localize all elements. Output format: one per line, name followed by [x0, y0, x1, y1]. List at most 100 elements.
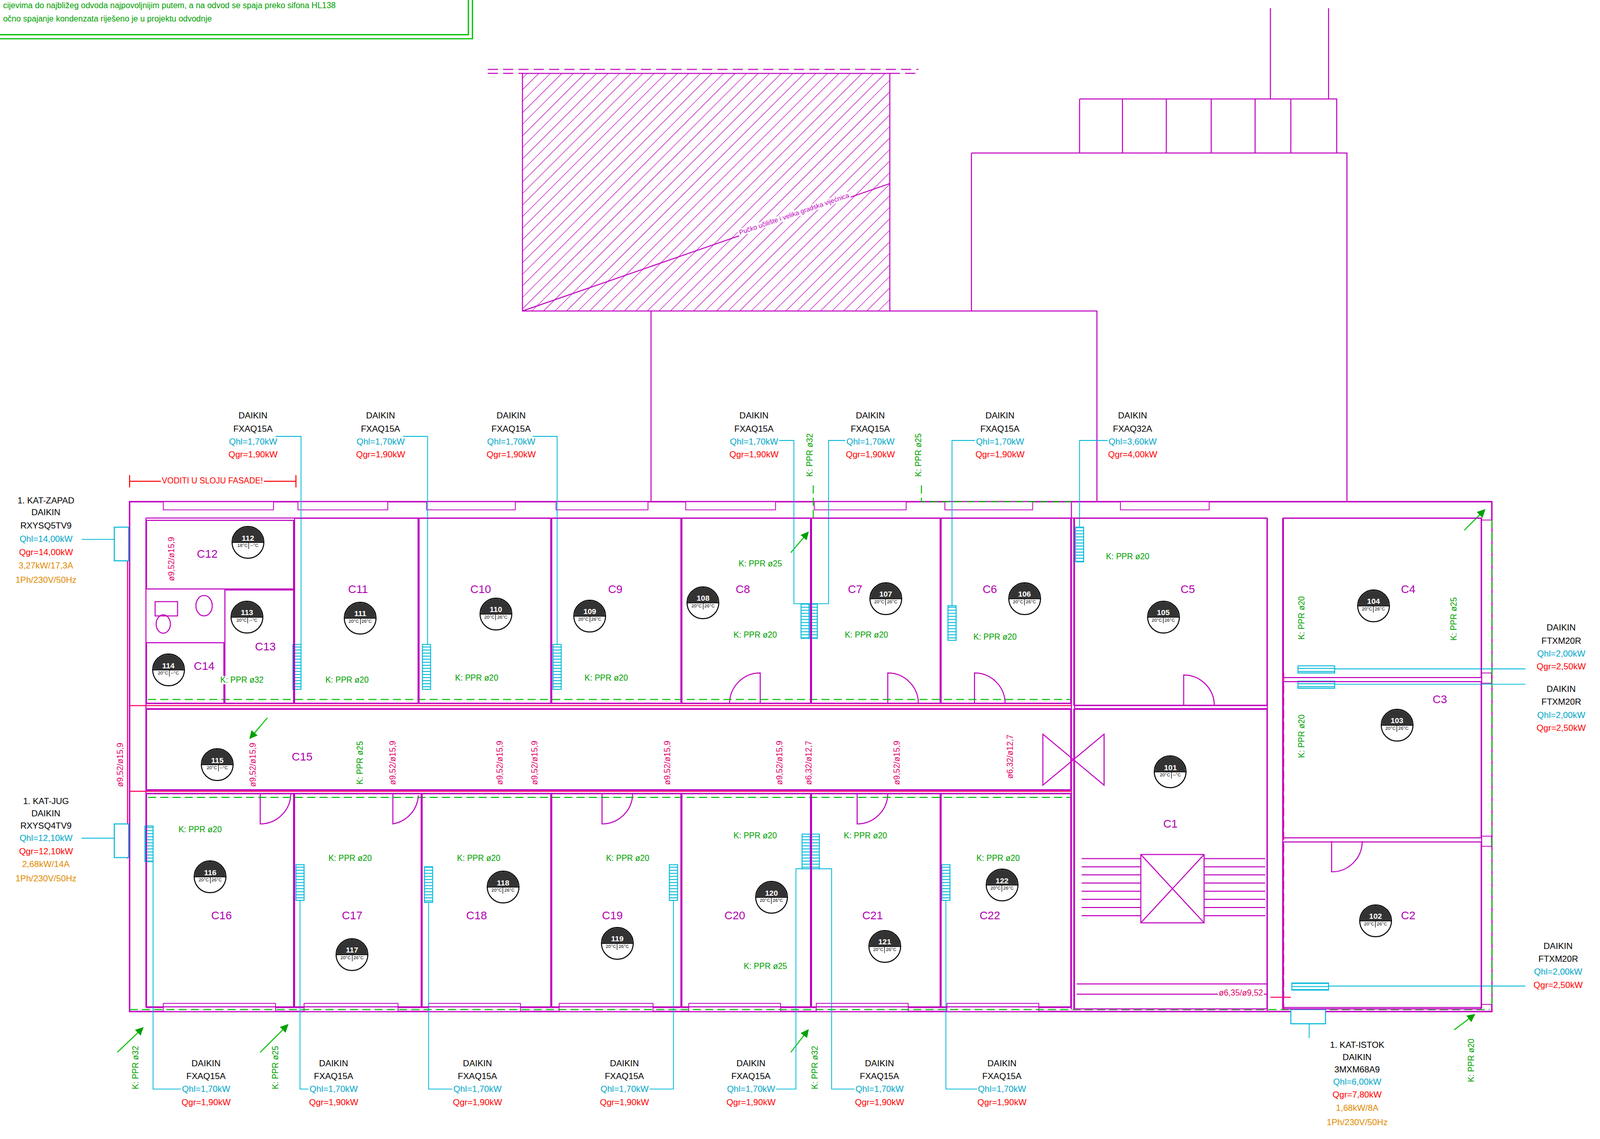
plan-label: 1. KAT-ISTOK: [1328, 1041, 1386, 1051]
design-temperature: 20°C: [1384, 725, 1398, 733]
room-tag: 11620°C26°C: [193, 860, 227, 894]
plan-line: [558, 1003, 653, 1012]
plan-line: [1270, 996, 1292, 999]
stair-step: [1081, 907, 1141, 909]
plan-label: FXAQ15A: [232, 424, 274, 434]
plan-label: Qgr=1,90kW: [598, 1098, 651, 1108]
room-label: C4: [1401, 583, 1416, 596]
design-temperature: 26°C: [503, 887, 516, 895]
design-temperature: 20°C: [873, 599, 886, 606]
design-temperature: 20°C: [1011, 599, 1025, 606]
plan-line: [814, 502, 906, 511]
plan-line: [428, 902, 455, 1090]
room-number-band: 107: [870, 583, 902, 599]
room-outline: C210220°C26°C: [1282, 841, 1482, 1011]
plan-label: K: PPR ø25: [742, 962, 788, 972]
room-tag: 11120°C26°C: [343, 601, 377, 635]
plan-label: K: PPR ø20: [1467, 1037, 1477, 1084]
plan-label: K: PPR ø32: [219, 676, 265, 685]
plan-line: [422, 644, 431, 690]
plan-label: K: PPR ø20: [1297, 595, 1307, 641]
temperature-band: 20°C26°C: [344, 618, 376, 626]
plan-label: Qhl=2,00kW: [1532, 967, 1584, 978]
plan-label: K: PPR ø20: [324, 676, 370, 685]
plan-line: [155, 601, 178, 617]
stair-step: [1203, 866, 1266, 868]
plan-label: Qhl=1,70kW: [486, 437, 537, 447]
plan-label: Qgr=1,90kW: [307, 1098, 360, 1108]
plan-line: [1481, 683, 1492, 837]
plan-line: [1120, 502, 1210, 511]
design-temperature: 26°C: [1397, 725, 1410, 733]
plan-label: DAIKIN: [608, 1059, 640, 1069]
room-label: C10: [470, 583, 491, 596]
room-tag: 11320°C--°C: [230, 600, 264, 634]
plan-label: K: PPR ø32: [131, 1045, 141, 1091]
plan-label: ø9,52/ø15,9: [116, 741, 126, 788]
plan-line: [296, 864, 305, 901]
plan-line: [1328, 986, 1526, 988]
design-temperature: 20°C: [989, 885, 1003, 892]
plan-line: [1291, 1009, 1326, 1025]
plan-label: K: PPR ø20: [605, 854, 651, 864]
room-tag: 10520°C26°C: [1147, 600, 1180, 634]
design-temperature: 20°C: [339, 955, 353, 962]
plan-line: [889, 310, 1097, 502]
plan-line: [146, 703, 1072, 794]
plan-label: DAIKIN: [30, 809, 62, 819]
plan-label: DAIKIN: [495, 411, 527, 421]
condensate-pipes: [117, 485, 1492, 1053]
plan-label: ø9,52/ø15,9: [495, 739, 505, 786]
temperature-band: 20°C26°C: [870, 598, 902, 606]
room-tag: 11020°C26°C: [479, 597, 513, 631]
indoor-units: [144, 527, 1335, 991]
plan-line: [275, 436, 302, 645]
plan-line: [971, 153, 1347, 503]
room-number-band: 122: [986, 869, 1018, 886]
plan-label: FXAQ15A: [185, 1072, 227, 1082]
plan-line: [487, 68, 919, 70]
room-number: 109: [583, 607, 597, 617]
room-label: C6: [982, 583, 997, 596]
room-label: C21: [862, 909, 883, 922]
room-tag: 12020°C26°C: [755, 881, 788, 914]
plan-line: [685, 502, 776, 511]
plan-line: [1481, 520, 1492, 674]
plan-line: [1297, 681, 1335, 689]
plan-line: [127, 530, 129, 859]
plan-label: 1Ph/230V/50Hz: [1325, 1118, 1389, 1128]
room-number-band: 118: [487, 871, 519, 888]
plan-label: DAIKIN: [318, 1059, 350, 1069]
room-tag: 10420°C26°C: [1357, 589, 1390, 623]
plan-label: Qgr=1,90kW: [227, 450, 279, 460]
room-number-band: 103: [1381, 710, 1413, 726]
plan-line: [1140, 854, 1204, 923]
plan-line: [970, 153, 972, 312]
plan-label: FXAQ15A: [313, 1072, 355, 1082]
design-temperature: 20°C: [604, 944, 618, 951]
temperature-band: 20°C--°C: [201, 764, 233, 772]
room-outline: C310320°C26°C: [1282, 681, 1482, 839]
design-temperature: --°C: [218, 765, 230, 772]
room-tag: 10320°C26°C: [1380, 709, 1414, 742]
plan-line: [555, 502, 648, 511]
room-number: 121: [878, 938, 891, 947]
design-temperature: 26°C: [360, 618, 373, 626]
plan-label: K: PPR ø20: [972, 633, 1018, 642]
plan-label: Qhl=1,70kW: [725, 1085, 777, 1095]
room-number: 111: [354, 609, 366, 619]
plan-line: [1071, 502, 1283, 1013]
plan-label: K: PPR ø20: [843, 631, 889, 640]
plan-label: FXAQ15A: [858, 1072, 901, 1082]
plan-label: Qhl=2,00kW: [1535, 649, 1587, 659]
room-outline: C810820°C26°C: [681, 517, 812, 704]
temperature-band: 20°C26°C: [756, 897, 787, 905]
plan-label: FXAQ15A: [490, 424, 532, 434]
temperature-band: 20°C26°C: [1358, 606, 1389, 613]
plan-label: K: PPR ø25: [913, 432, 923, 478]
plan-line: [129, 475, 297, 488]
design-temperature: --°C: [247, 617, 259, 625]
design-temperature: 26°C: [495, 614, 509, 621]
plan-line: [81, 838, 115, 840]
